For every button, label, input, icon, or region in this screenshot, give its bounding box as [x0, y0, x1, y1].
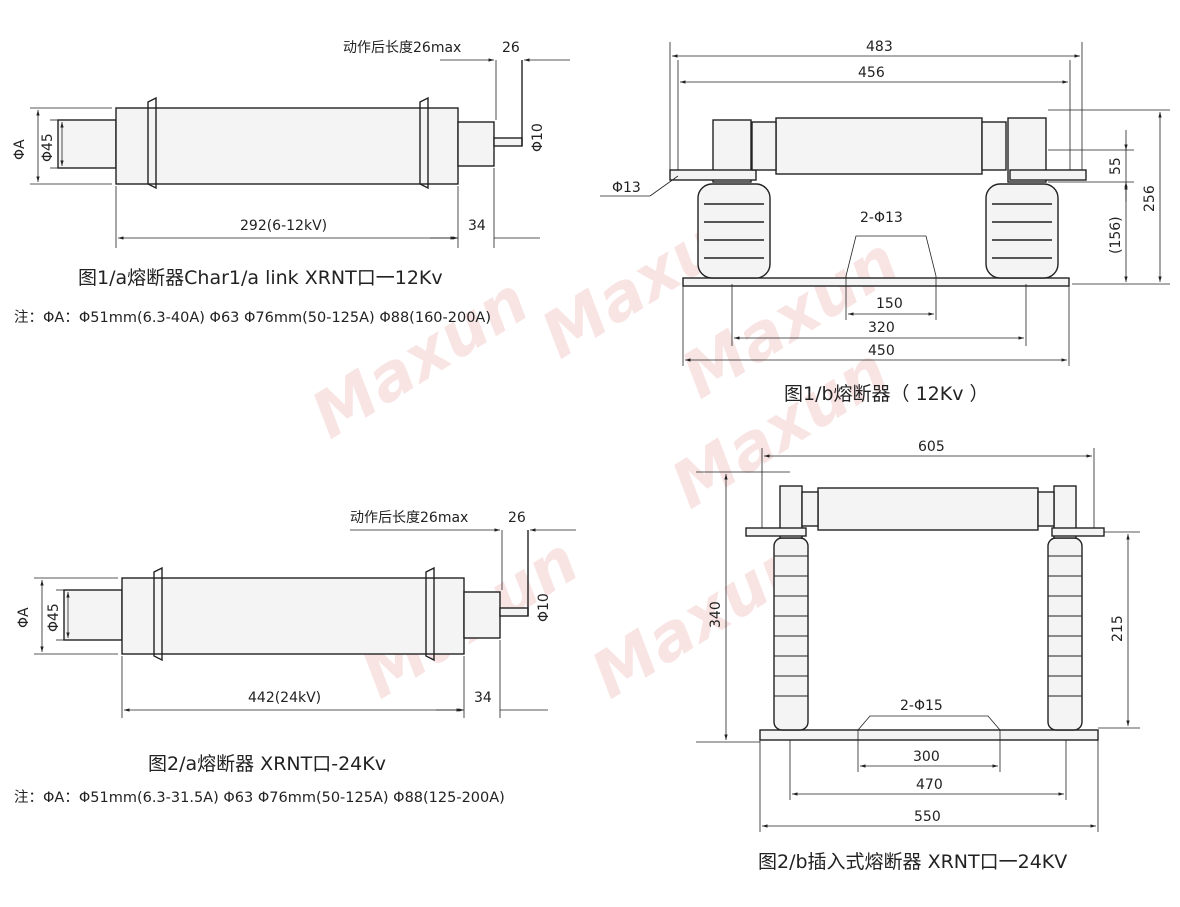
watermark: Maxun [299, 264, 541, 454]
fuse-left-cap [57, 119, 117, 169]
dim-phi-a: ΦA [12, 139, 28, 160]
fig1a-fuse-drawing: ΦA Φ45 动作后长度26max 26 Φ10 292(6-12kV) 34 … [12, 40, 570, 326]
dim-55: 55 [1108, 157, 1124, 175]
dim-215: 215 [1110, 615, 1126, 642]
fuse-flange-left [153, 566, 163, 662]
dim-height: 340 [708, 601, 724, 628]
fig2a-note: 注：ΦA：Φ51mm(6.3-31.5A) Φ63 Φ76mm(50-125A)… [14, 789, 505, 806]
fig2a-fuse-drawing: ΦA Φ45 动作后长度26max 26 Φ10 442(24kV) 34 图2… [14, 510, 576, 806]
dim-cap: 34 [468, 218, 486, 234]
dim-length: 442(24kV) [248, 690, 321, 706]
terminal-left [745, 527, 807, 537]
fig2a-caption: 图2/a熔断器 XRNT口-24Kv [148, 753, 386, 775]
fuse-body [121, 577, 465, 655]
dim-300: 300 [913, 749, 940, 765]
dim-cap: 34 [474, 690, 492, 706]
striker-pin [499, 607, 529, 617]
fuse-cartridge [817, 487, 1039, 531]
fuse-flange-right [419, 96, 429, 190]
fig1a-caption: 图1/a熔断器Char1/a link XRNT口一12Kv [78, 267, 443, 289]
fig1b-caption: 图1/b熔断器（ 12Kv ） [784, 383, 989, 405]
fuse-flange-left [147, 96, 157, 190]
dim-phi-a: ΦA [16, 607, 32, 628]
terminal-left [669, 169, 757, 181]
fig1b-fuse-base-drawing: 483 456 Φ13 55 (156) 256 2-Φ13 150 320 [600, 39, 1170, 405]
terminal-right [1009, 169, 1087, 181]
dim-450: 450 [868, 343, 895, 359]
dim-phi10: Φ10 [536, 593, 552, 622]
dim-phi13: Φ13 [612, 180, 641, 196]
fuse-right-cap [463, 591, 501, 639]
dim-overall: 483 [866, 39, 893, 55]
insulator-right [985, 183, 1059, 279]
dim-holes: 2-Φ15 [900, 698, 943, 714]
dim-256: 256 [1142, 185, 1158, 212]
dim-550: 550 [914, 809, 941, 825]
dim-156: (156) [1108, 216, 1124, 254]
dim-travel: 26 [508, 510, 526, 526]
insulator-left [773, 537, 809, 731]
insulator-left [697, 183, 771, 279]
dim-overall: 605 [918, 439, 945, 455]
fig1a-note: 注：ΦA：Φ51mm(6.3-40A) Φ63 Φ76mm(50-125A) Φ… [14, 309, 491, 326]
dim-travel: 26 [502, 40, 520, 56]
dim-phi45: Φ45 [46, 603, 62, 632]
dim-phi10: Φ10 [530, 123, 546, 152]
insulator-right [1047, 537, 1083, 731]
fuse-left-cap [63, 589, 123, 641]
striker-pin [493, 137, 523, 147]
fuse-right-cap [457, 121, 495, 167]
fig2b-plug-in-fuse-drawing: 605 340 215 2-Φ15 300 470 550 图2/b插入式熔断器… [696, 439, 1140, 873]
dim-length: 292(6-12kV) [240, 218, 327, 234]
fig2b-caption: 图2/b插入式熔断器 XRNT口一24KV [758, 851, 1067, 873]
dim-inner: 456 [858, 65, 885, 81]
base-plate [759, 729, 1099, 741]
base-plate [682, 277, 1070, 287]
terminal-right [1051, 527, 1105, 537]
dim-470: 470 [916, 777, 943, 793]
dim-travel-label: 动作后长度26max [350, 510, 468, 526]
dim-travel-label: 动作后长度26max [343, 40, 461, 56]
dim-holes: 2-Φ13 [860, 210, 903, 226]
fuse-body [115, 107, 459, 185]
dim-320: 320 [868, 320, 895, 336]
dim-phi45: Φ45 [40, 133, 56, 162]
fuse-cartridge [775, 117, 983, 175]
fuse-flange-right [425, 566, 435, 662]
dim-150: 150 [876, 296, 903, 312]
